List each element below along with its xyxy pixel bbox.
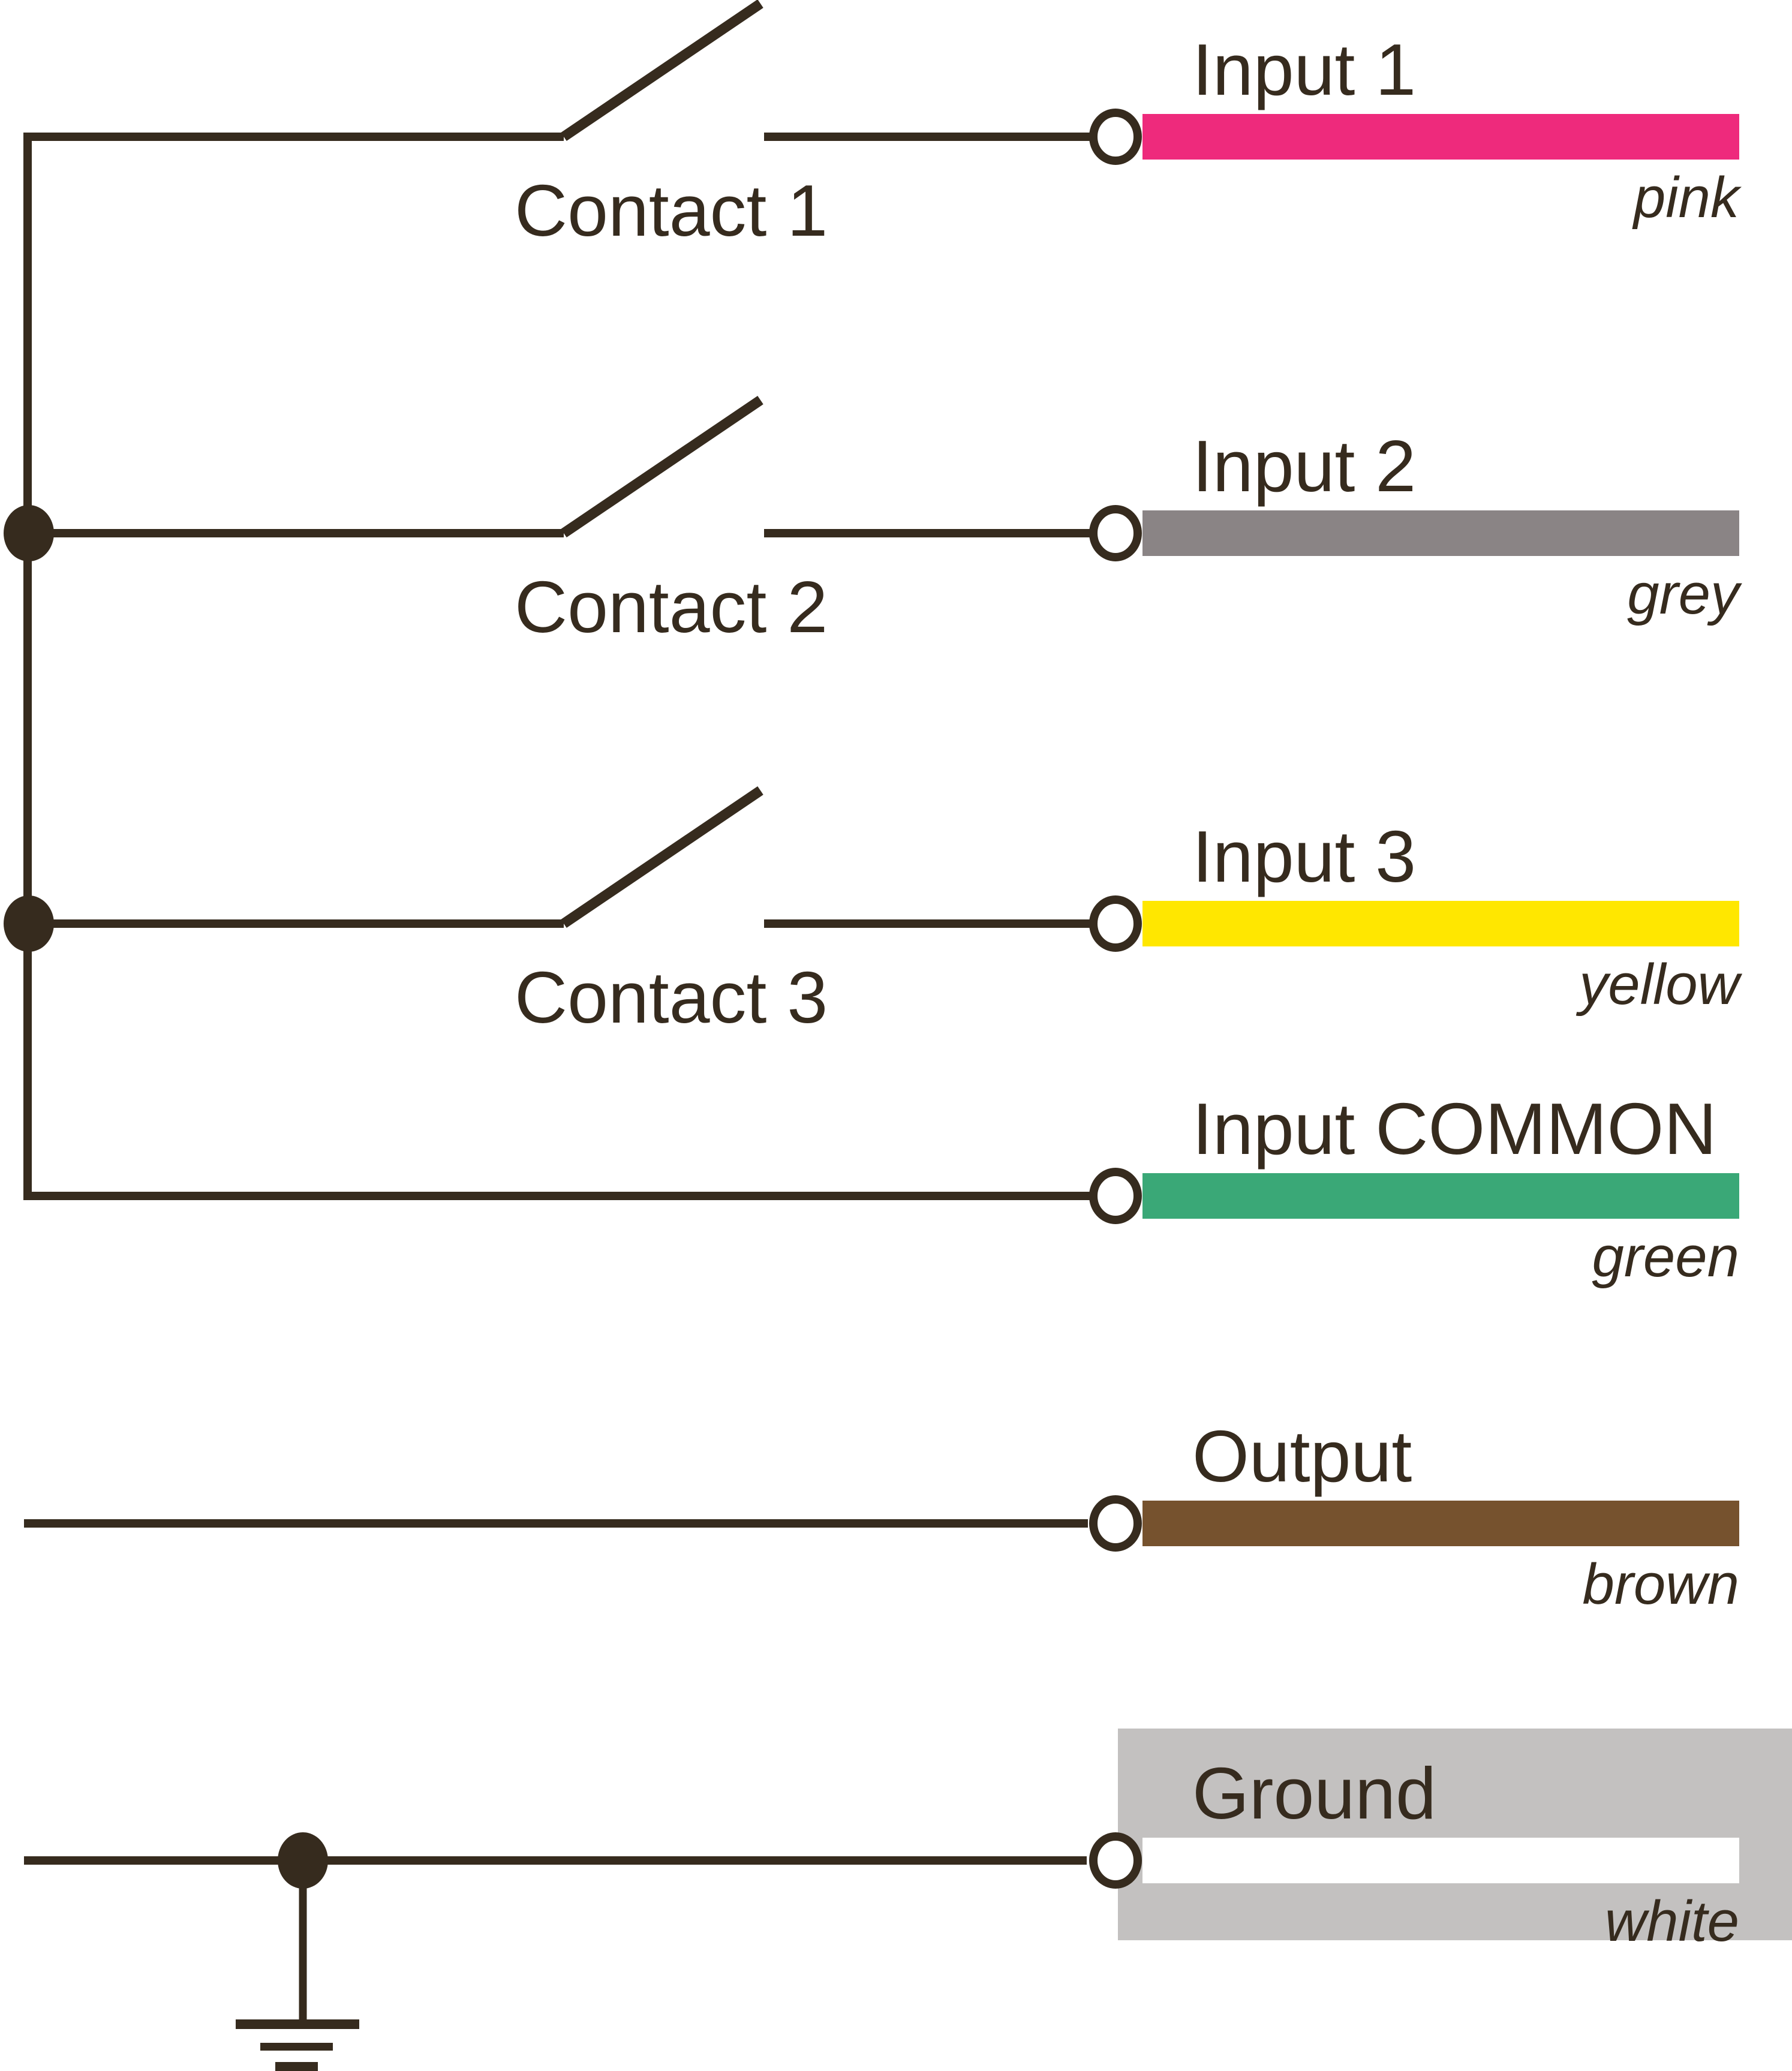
ground-label: Ground [1192,1753,1436,1834]
contact-3-label: Contact 3 [515,957,828,1038]
junction-dot-contact2 [4,505,54,561]
input-1-color-name: pink [1633,166,1739,230]
contact-2-switch-lever [561,395,763,538]
input-common-label: Input COMMON [1192,1088,1717,1170]
input-2-wire-color-bar [1142,510,1739,556]
terminal-circle-common [1089,1168,1142,1224]
contact-1-label: Contact 1 [515,170,828,251]
input-1-wire-color-bar [1142,114,1739,160]
terminal-circle-input3 [1089,895,1142,952]
terminal-circle-input2 [1089,505,1142,561]
output-wire-color-bar [1142,1501,1739,1546]
ground-wire-color-bar [1142,1838,1739,1883]
ground-panel [1118,1729,1792,1940]
input-3-label: Input 3 [1192,816,1417,897]
contact-1-switch-lever [561,0,763,142]
contact-2-label: Contact 2 [515,566,828,648]
ground-color-name: white [1604,1889,1739,1953]
input-2-color-name: grey [1627,562,1739,626]
terminal-circle-output [1089,1495,1142,1552]
terminal-circle-ground [1089,1832,1142,1889]
input-common-color-name: green [1592,1225,1739,1289]
earth-symbol-bar-3 [275,2062,318,2071]
input-2-label: Input 2 [1192,425,1417,507]
output-label: Output [1192,1415,1412,1497]
input-3-wire-color-bar [1142,901,1739,946]
contact-3-switch-lever [561,786,763,928]
input-1-label: Input 1 [1192,29,1417,110]
input-3-color-name: yellow [1579,952,1739,1017]
common-bus-wire [23,133,1090,1200]
earth-symbol-bar-2 [260,2043,333,2051]
earth-symbol-bar-1 [236,2019,359,2029]
output-color-name: brown [1582,1552,1739,1616]
input-common-wire-color-bar [1142,1173,1739,1219]
terminal-circle-input1 [1089,109,1142,165]
junction-dot-ground [278,1832,328,1889]
junction-dot-contact3 [4,895,54,952]
